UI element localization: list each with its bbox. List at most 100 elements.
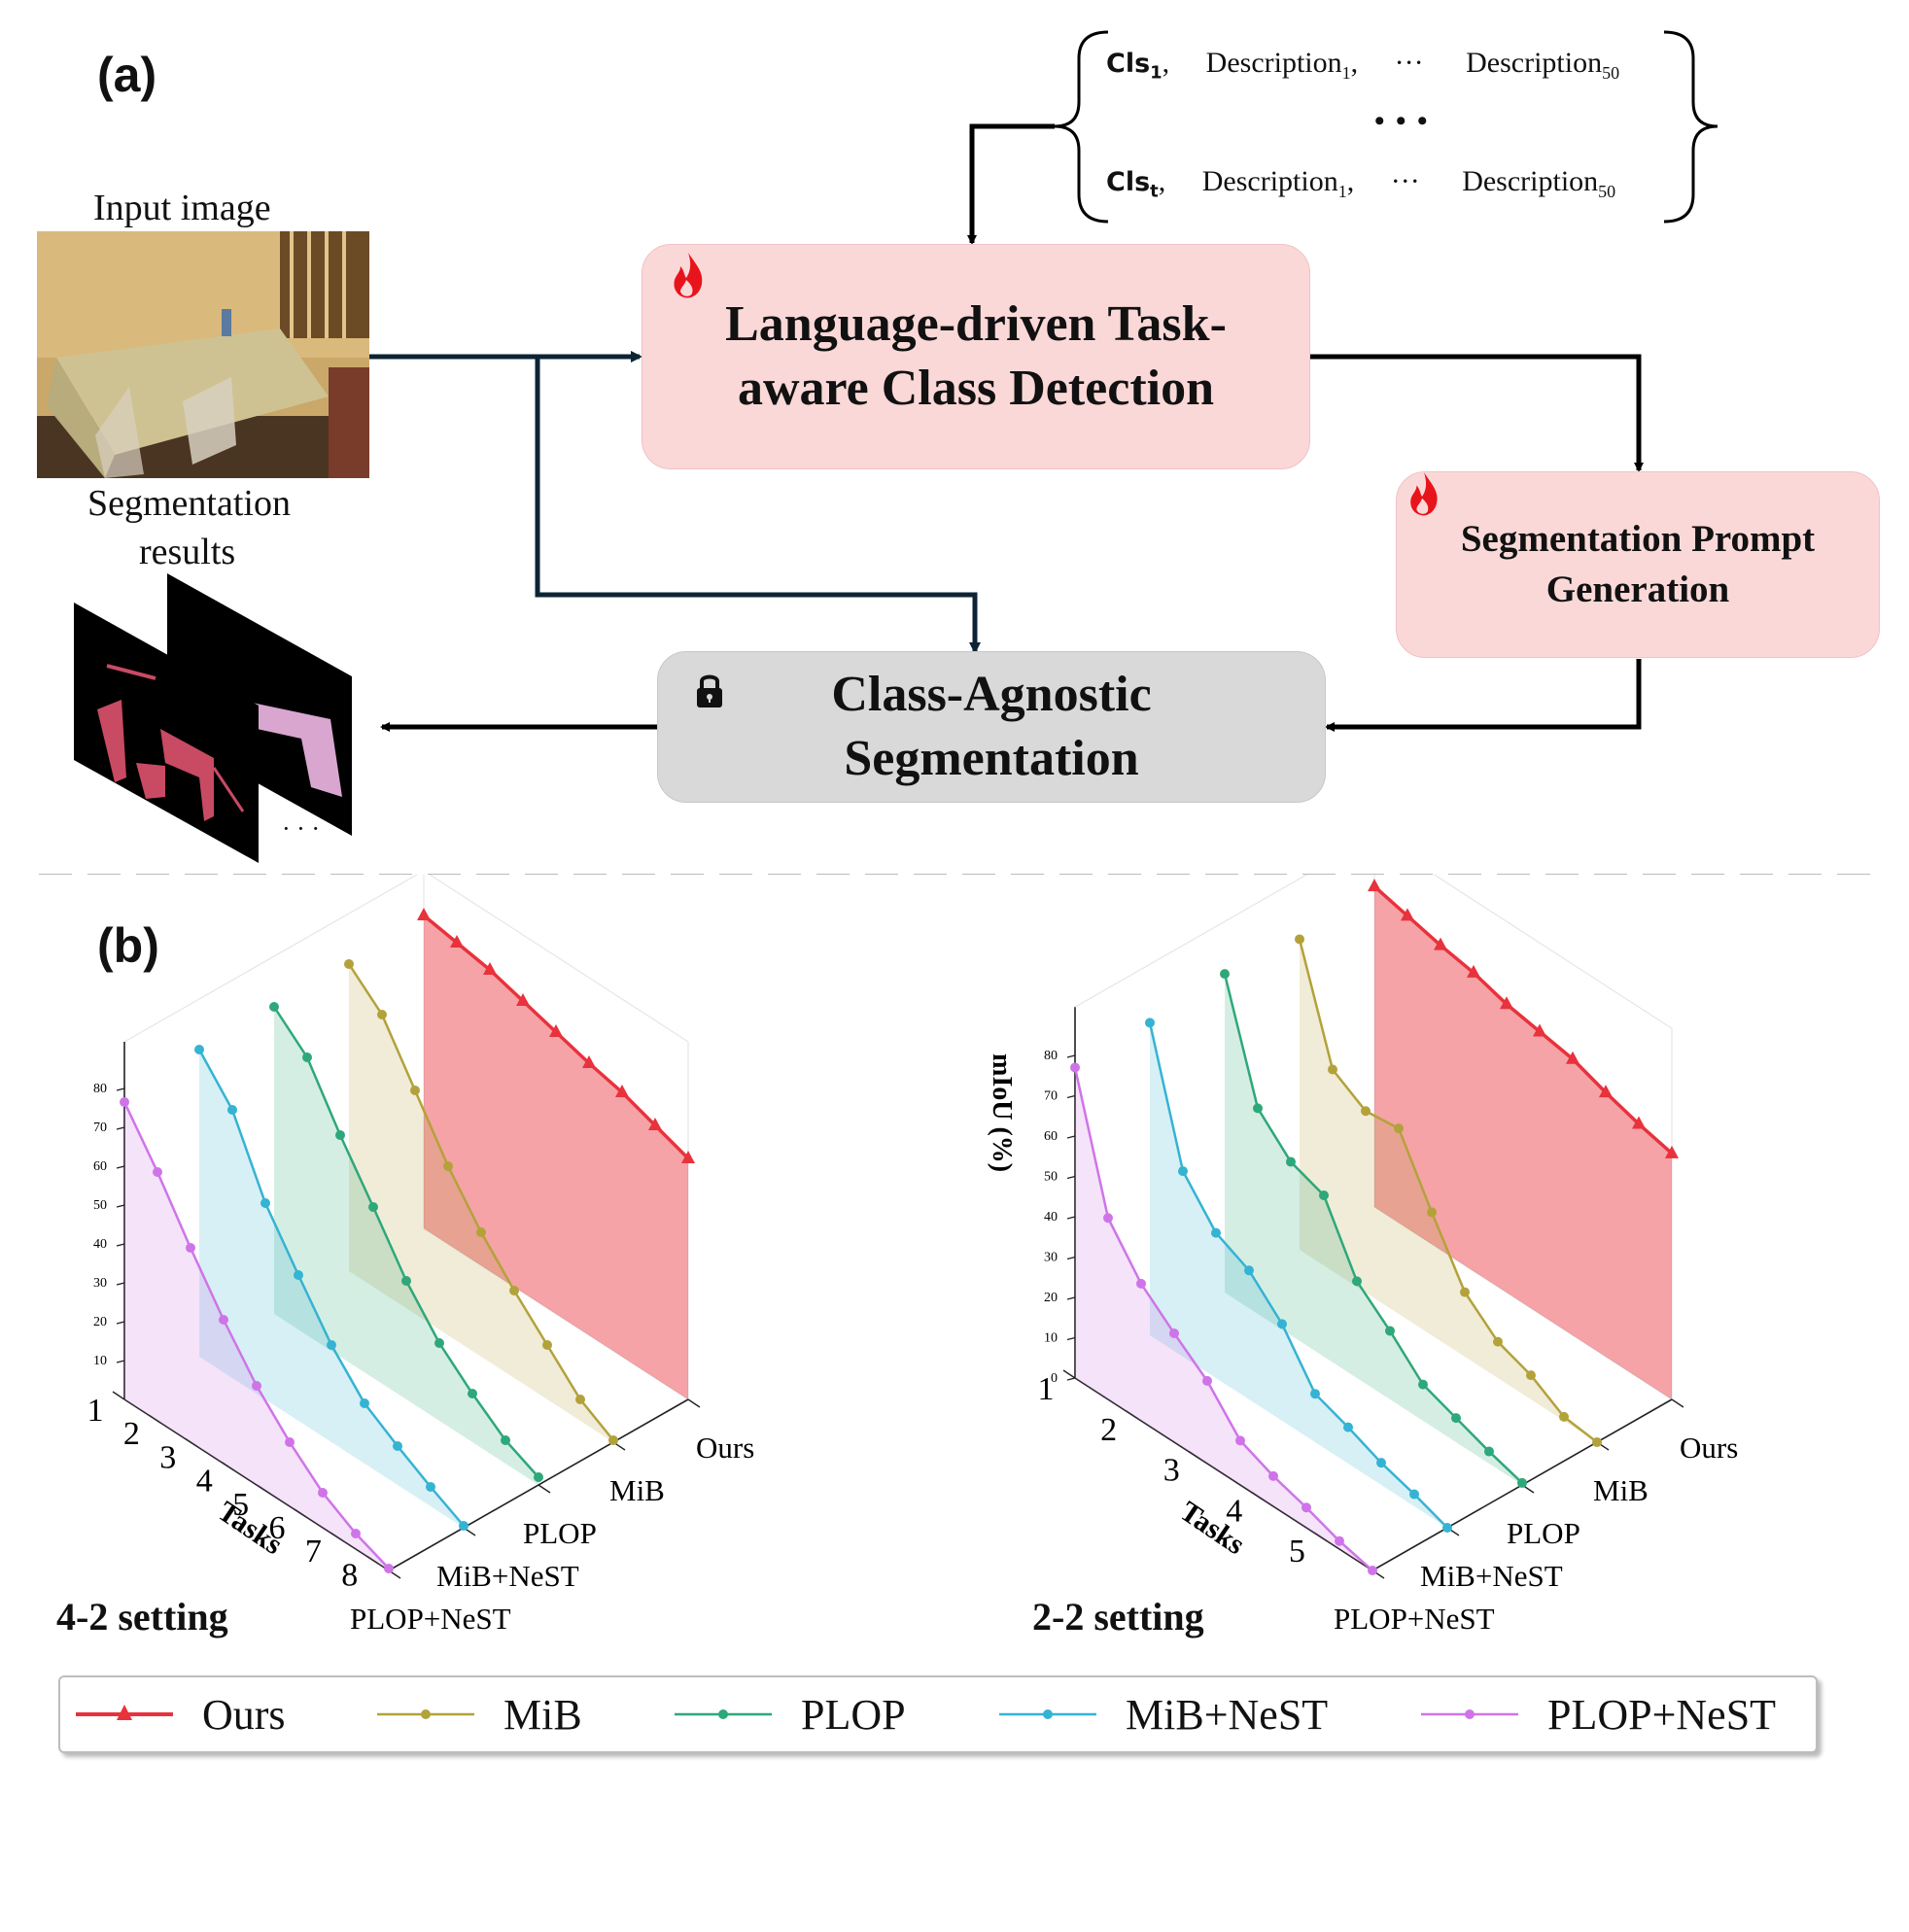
data-point [476,1227,486,1237]
data-point [681,1151,695,1163]
flame-icon [674,253,703,298]
legend-marker-ours [76,1705,173,1720]
segmentation-masks [74,573,352,863]
data-point [1368,879,1381,892]
legend-marker-plop-nest [1421,1709,1518,1719]
data-point [542,1340,552,1350]
series-line [1372,884,1674,1156]
arrow-input-to-segmentation [535,357,981,654]
data-point [327,1340,336,1350]
y-tick-label: 50 [93,1198,107,1213]
data-point [360,1398,369,1408]
data-point [426,1482,435,1492]
method-tick-label: Ours [696,1431,754,1465]
series-plop [269,1002,543,1485]
y-tick-label: 80 [93,1082,107,1096]
series-mib [344,959,618,1445]
data-point [1235,1435,1245,1446]
task-tick-label: 4 [1226,1493,1242,1529]
data-point [1427,1207,1437,1218]
segmentation-ellipsis: · · · [282,814,320,843]
data-point [582,1055,596,1068]
description-1: Description1, [1201,165,1355,201]
data-point [1070,1062,1080,1073]
series-plop-nest [1070,1062,1377,1575]
data-point [252,1381,261,1391]
y-tick-label: 60 [93,1159,107,1174]
data-point [1394,1123,1404,1134]
data-point [615,1085,629,1097]
y-tick-label: 10 [93,1354,107,1368]
data-point [1244,1265,1254,1276]
legend-item-plop: PLOP [675,1677,906,1751]
segmentation-box-line1: Class-Agnostic [831,667,1152,722]
y-tick-label: 0 [1051,1371,1058,1386]
task-tick-label: 5 [232,1487,249,1523]
y-tick-label: 40 [1044,1210,1058,1225]
data-point [1632,1116,1646,1129]
data-point [294,1270,303,1280]
legend-item-mib: MiB [377,1677,582,1751]
description-50: Description50 [1466,47,1620,83]
data-point [1451,1413,1461,1424]
data-point [1500,996,1513,1010]
data-point [1286,1156,1296,1167]
task-tick-label: 2 [123,1416,140,1452]
data-point [1220,969,1230,980]
data-point [1533,1023,1546,1037]
legend-marker-mib-nest [999,1709,1096,1719]
data-point [549,1024,563,1037]
data-point [1319,1190,1329,1200]
data-point [410,1086,420,1095]
y-tick-label: 70 [93,1121,107,1135]
panel-b-label: (b) [97,918,159,973]
setting-label-4-2: 4-2 setting [56,1595,228,1639]
data-point [1310,1389,1320,1399]
data-point [1467,964,1480,978]
series-area [424,915,688,1399]
data-point [534,1472,543,1482]
data-point [384,1564,394,1573]
arrow-prompt-to-segmentation [1325,659,1642,732]
data-point [1385,1326,1395,1336]
input-image-label: Input image [93,188,271,228]
series-mib [1295,934,1602,1447]
data-point [1343,1422,1353,1432]
y-tick-label: 30 [1044,1251,1058,1265]
data-point [1409,1489,1419,1500]
legend-label-mib-nest: MiB+NeST [1126,1690,1329,1739]
arrow-detection-to-prompt [1307,354,1644,472]
legend-item-mib-nest: MiB+NeST [999,1677,1328,1751]
y-tick-label: 30 [93,1276,107,1291]
data-point [260,1198,270,1208]
legend-label-mib: MiB [503,1690,582,1739]
setting-label-2-2: 2-2 setting [1032,1595,1204,1639]
segmentation-results-label: Segmentation [87,483,291,524]
data-point [483,962,497,975]
data-point [1145,1018,1155,1028]
y-tick-label: 50 [1044,1170,1058,1185]
series-area [1075,1067,1372,1570]
data-point [468,1389,477,1398]
description-ellipsis: ··· [1394,47,1424,79]
y-tick-label: 60 [1044,1129,1058,1144]
data-point [1599,1085,1613,1098]
data-point [450,935,464,948]
legend-item-ours: Ours [76,1677,286,1751]
chart-2-2-setting: 0102030405060708012345OursMiBPLOPMiB+NeS… [987,875,1738,1636]
legend-label-plop-nest: PLOP+NeST [1547,1690,1777,1739]
data-point [516,993,530,1006]
y-tick-label: 10 [1044,1331,1058,1346]
series-area [274,1007,538,1485]
data-point [608,1435,618,1445]
data-point [1418,1379,1428,1390]
description-1: Description1, [1205,47,1359,83]
data-point [1136,1278,1146,1289]
series-area [1300,939,1597,1442]
y-tick-label: 20 [93,1315,107,1329]
method-tick-label: PLOP [1507,1516,1580,1550]
series-area [124,1102,389,1570]
data-point [1253,1103,1263,1114]
data-point [269,1002,279,1012]
task-tick-label: 3 [159,1439,176,1475]
